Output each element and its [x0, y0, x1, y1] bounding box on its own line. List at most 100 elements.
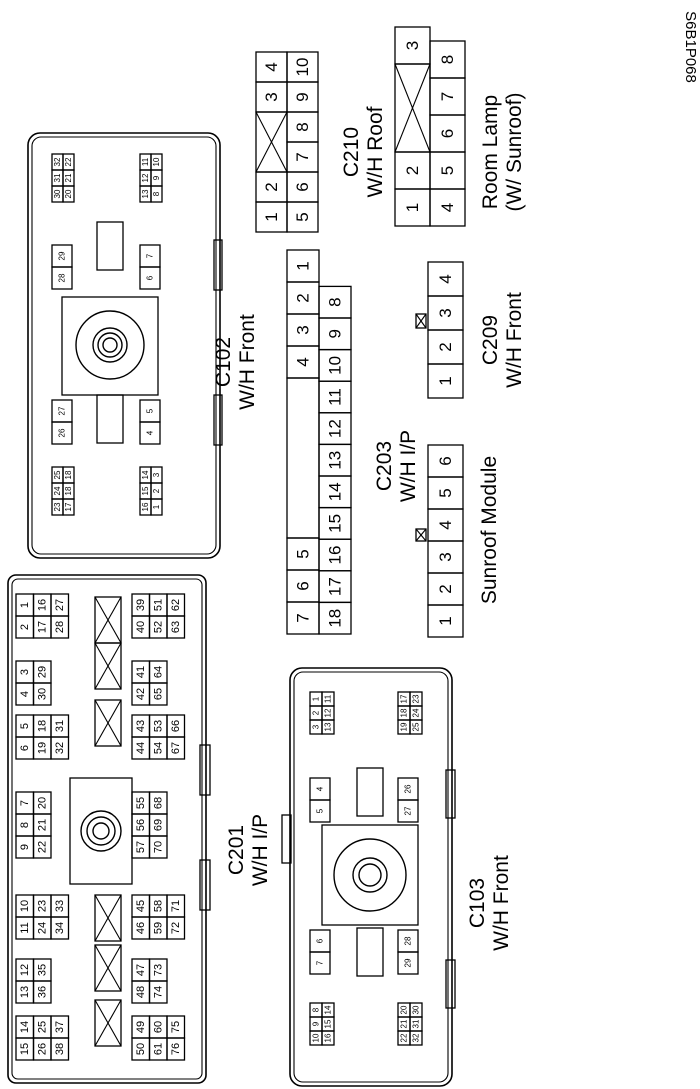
c103-pin-label: 26: [404, 784, 413, 793]
c201-pin-label: 22: [36, 841, 48, 853]
c201-pin-label: 2: [19, 624, 31, 630]
c102-pin-cell: [150, 466, 163, 484]
c201-pin-label: 38: [54, 1043, 66, 1055]
c201-pin-label: 29: [36, 666, 48, 678]
c102-pin-label: 23: [53, 502, 62, 511]
room-lamp-pin-label: 2: [403, 166, 422, 175]
c203-pin-cell: [286, 249, 320, 283]
c201-pin-label: 64: [152, 666, 164, 678]
c201-pin-label: 43: [135, 720, 147, 732]
c102-pin-label: 8: [152, 191, 161, 196]
c210-harness: W/H Roof: [364, 106, 387, 198]
c203-pin-label: 18: [326, 609, 345, 628]
sunroof-latch: [415, 528, 427, 542]
c201-blank-cavity: [94, 596, 122, 644]
c203-pin-label: 10: [326, 356, 345, 375]
c201-pin-label: 39: [135, 599, 147, 611]
c201-pin-label: 27: [54, 599, 66, 611]
c201-pin-label: 10: [19, 900, 31, 912]
sunroof-pin-cell: [427, 444, 464, 478]
c201-pin-label: 8: [19, 822, 31, 828]
c201-pin-label: 67: [170, 742, 182, 754]
c201-pin-label: 35: [36, 964, 48, 976]
c103-pin-label: 21: [400, 1019, 409, 1028]
c201-pin-label: 60: [152, 1021, 164, 1033]
c210-blank-cavity: [255, 111, 288, 173]
c103-pin-cell: [309, 929, 331, 953]
c201-pin-cell: [148, 958, 168, 982]
c201-pin-label: 34: [54, 922, 66, 934]
c201-pin-label: 71: [170, 900, 182, 912]
c201-pin-label: 52: [152, 621, 164, 633]
c201-connector: [7, 574, 207, 1084]
c102-name: C102: [212, 336, 235, 388]
c102-pin-cell: [51, 399, 73, 423]
c210-pin-label: 5: [293, 212, 312, 221]
c102-pin-label: 2: [152, 488, 161, 493]
c203-pin-label: 3: [294, 325, 313, 334]
c103-pin-cell: [397, 929, 419, 953]
room-lamp-blank-cavity: [394, 63, 431, 153]
c201-pin-label: 16: [36, 599, 48, 611]
c201-pin-label: 9: [19, 844, 31, 850]
c103-pin-cell: [397, 777, 419, 801]
c203-pin-label: 4: [294, 357, 313, 366]
c102-pin-cell: [139, 244, 161, 268]
c102-pin-label: 27: [58, 406, 67, 415]
c201-pin-label: 56: [135, 819, 147, 831]
c201-pin-label: 17: [36, 621, 48, 633]
room-lamp-pin-label: 1: [403, 203, 422, 212]
c103-pin-label: 7: [316, 960, 325, 965]
c103-pin-label: 28: [404, 936, 413, 945]
c201-pin-label: 33: [54, 900, 66, 912]
c103-pin-label: 13: [324, 722, 333, 731]
sunroof-pin-label: 5: [436, 488, 455, 497]
c102-harness: W/H Front: [236, 314, 259, 410]
c103-pin-label: 32: [412, 1033, 421, 1042]
c203-pin-label: 12: [326, 419, 345, 438]
c203-pin-label: 14: [326, 482, 345, 501]
c103-pin-cell: [321, 691, 335, 707]
c102-pin-label: 7: [146, 253, 155, 258]
c203-pin-label: 6: [294, 581, 313, 590]
figure-code: S6B1P068: [682, 11, 699, 83]
c210-pin-cell: [286, 51, 319, 83]
c102-pin-label: 16: [141, 502, 150, 511]
c201-pin-label: 26: [36, 1043, 48, 1055]
c201-blank-cavity: [94, 999, 122, 1047]
c201-blank-cavity: [94, 944, 122, 992]
c203-pin-cell: [286, 377, 320, 539]
c210-pin-label: 7: [293, 152, 312, 161]
c203-pin-label: 13: [326, 451, 345, 470]
c103-pin-label: 29: [404, 958, 413, 967]
c201-pin-label: 4: [19, 691, 31, 697]
room-lamp-label: Room Lamp (W/ Sunroof): [479, 72, 529, 232]
sunroof-pin-label: 2: [436, 584, 455, 593]
c103-label: C103 W/H Front: [466, 823, 516, 983]
c201-pin-cell: [32, 660, 52, 684]
sunroof-name: Sunroof Module: [478, 455, 501, 605]
c102-pin-label: 11: [141, 157, 150, 166]
c203-pin-label: 7: [294, 613, 313, 622]
c209-name: C209: [479, 314, 502, 366]
c201-pin-label: 55: [135, 797, 147, 809]
c102-center-boss: [61, 296, 159, 396]
c103-pin-label: 19: [400, 722, 409, 731]
c201-pin-label: 25: [36, 1021, 48, 1033]
c201-pin-label: 63: [170, 621, 182, 633]
c103-pin-label: 23: [412, 694, 421, 703]
c201-pin-label: 1: [19, 602, 31, 608]
c210-name: C210: [340, 126, 363, 178]
c203-pin-label: 1: [294, 261, 313, 270]
c102-pin-label: 25: [53, 470, 62, 479]
c102-pin-cell: [139, 399, 161, 423]
c203-pin-label: 17: [326, 577, 345, 596]
c103-pin-label: 8: [312, 1007, 321, 1012]
c103-pin-label: 1: [312, 696, 321, 701]
c103-pin-cell: [409, 691, 423, 707]
c102-pin-label: 30: [53, 189, 62, 198]
sunroof-pin-label: 4: [436, 520, 455, 529]
c102-pin-label: 26: [58, 428, 67, 437]
c102-pin-label: 17: [64, 502, 73, 511]
